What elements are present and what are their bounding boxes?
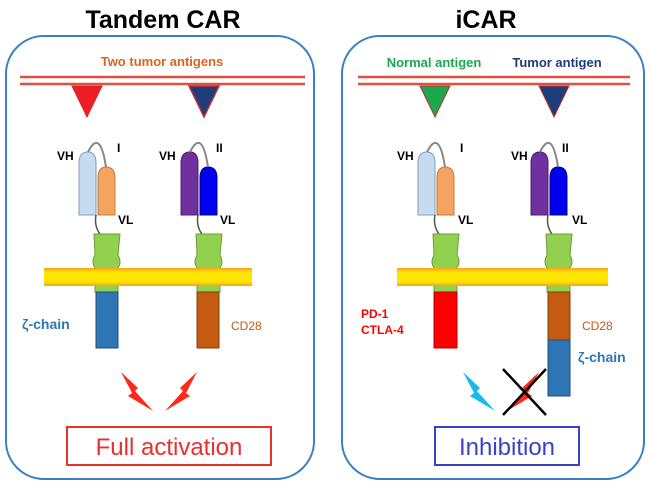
normal-antigen-caption: Normal antigen (387, 55, 482, 70)
zeta-chain-domain (547, 339, 571, 397)
vl-domain (97, 166, 116, 216)
receptor-number-label: II (562, 141, 569, 155)
vh-label: VH (397, 149, 414, 163)
vl-label: VL (458, 213, 473, 227)
blocked-lightning-icon (507, 372, 539, 411)
vl-label: VL (572, 213, 587, 227)
pd-1-label: PD-1 (361, 307, 389, 321)
vh-domain (530, 151, 549, 216)
zeta-chain-label: ζ-chain (22, 316, 70, 332)
tumor-antigen-navy-triangle (538, 85, 570, 119)
hinge-linker (94, 214, 101, 235)
block-cross-icon (502, 368, 547, 416)
vh-domain (78, 151, 97, 216)
tandem-car-title: Tandem CAR (85, 6, 240, 34)
vh-domain (417, 151, 436, 216)
icar-frame (341, 35, 645, 480)
scfv-linker (426, 141, 446, 168)
vh-label: VH (57, 149, 74, 163)
hinge-linker (433, 214, 440, 235)
full-activation-label: Full activation (96, 434, 243, 461)
two-tumor-antigens-caption: Two tumor antigens (101, 54, 224, 69)
icar-panel: iCAR Normal antigen Tumor antigen VH I V… (341, 6, 645, 480)
inhibitory-domain (433, 291, 458, 349)
full-activation-box (66, 426, 272, 466)
zeta-chain-domain (95, 291, 119, 349)
cd28-domain (196, 291, 220, 349)
activation-lightning-icon (165, 372, 197, 411)
hinge-linker (546, 214, 553, 235)
tumor-cell-membrane (20, 75, 305, 86)
scfv-linker (189, 141, 209, 168)
receptor-number-label: II (216, 141, 223, 155)
tumor-cell-membrane (358, 75, 630, 86)
tumor-antigen-navy-triangle (187, 85, 221, 119)
inhibited-lightning-icon (463, 372, 495, 411)
hinge-linker (196, 214, 203, 235)
vh-domain (180, 151, 199, 216)
scfv-linker (87, 141, 107, 168)
vl-domain (549, 166, 568, 216)
tandem-car-frame (5, 35, 315, 480)
receptor-number-label: I (117, 141, 120, 155)
vl-label: VL (118, 213, 133, 227)
ctla-4-label: CTLA-4 (361, 323, 404, 337)
tumor-antigen-caption: Tumor antigen (512, 55, 601, 70)
activation-lightning-icon (121, 372, 153, 411)
cd28-label: CD28 (582, 319, 613, 333)
zeta-chain-label: ζ-chain (578, 349, 626, 365)
vh-label: VH (159, 149, 176, 163)
receptor-number-label: I (460, 141, 463, 155)
t-cell-membrane (44, 268, 252, 286)
cd28-label: CD28 (231, 319, 262, 333)
scfv-linker (539, 141, 559, 168)
tandem-car-panel: Tandem CAR Two tumor antigens VH I VL VH… (5, 6, 315, 480)
t-cell-membrane (397, 268, 608, 286)
tumor-antigen-red-triangle (71, 85, 103, 119)
vh-label: VH (511, 149, 528, 163)
vl-label: VL (220, 213, 235, 227)
vl-domain (199, 166, 218, 216)
vl-domain (436, 166, 455, 216)
normal-antigen-green-triangle (419, 85, 451, 119)
cd28-domain (547, 291, 571, 341)
inhibition-box (434, 426, 580, 466)
icar-title: iCAR (455, 6, 516, 34)
inhibition-label: Inhibition (459, 434, 555, 461)
